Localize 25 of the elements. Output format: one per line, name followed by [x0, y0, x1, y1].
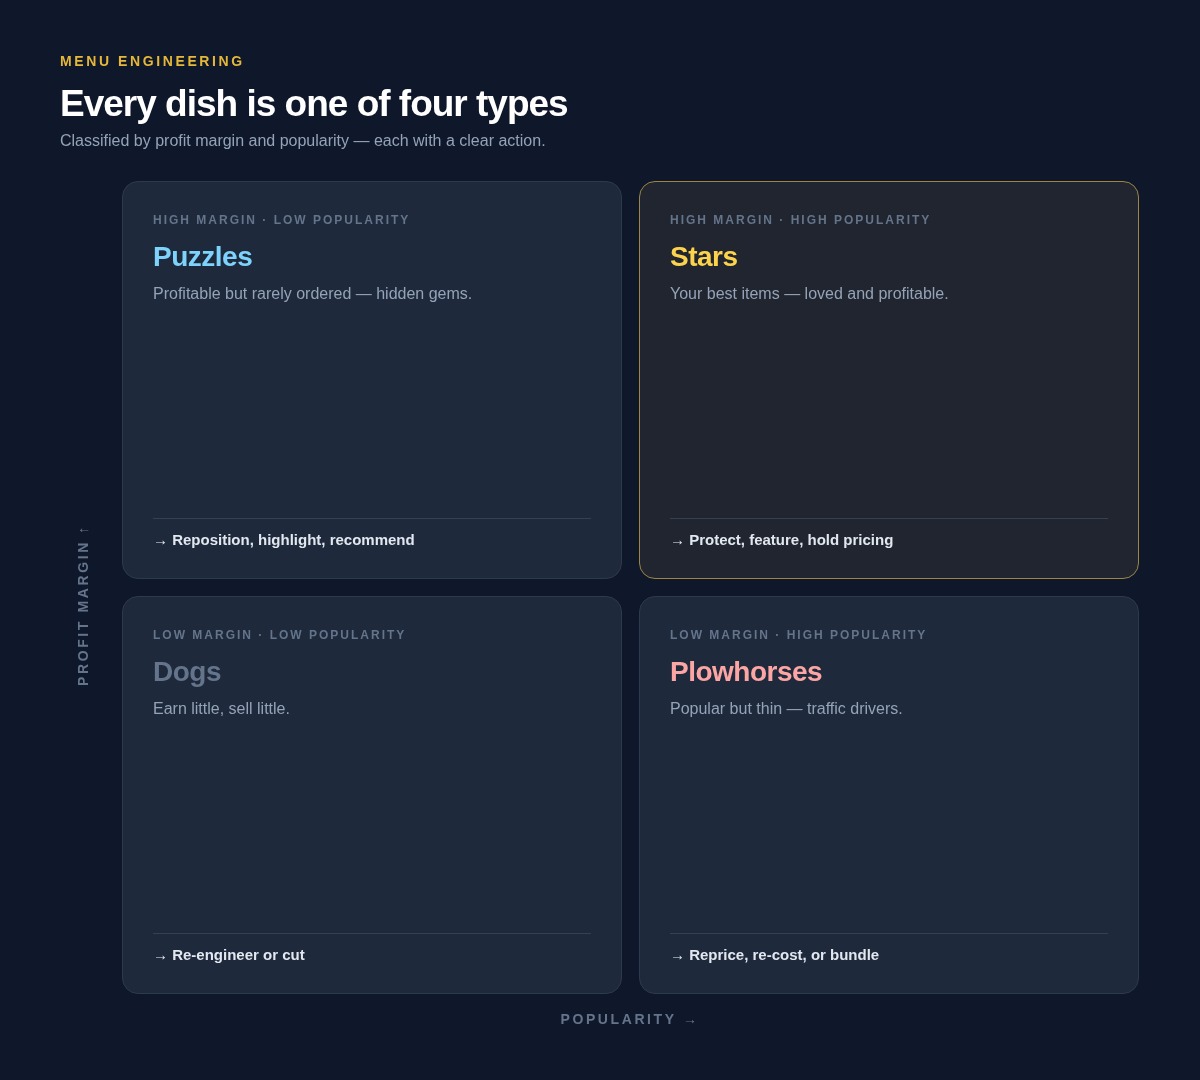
axis-levels-label: LOW MARGIN · LOW POPULARITY	[153, 627, 407, 643]
quadrant-title: Stars	[670, 240, 738, 274]
quadrant-description: Profitable but rarely ordered — hidden gems.	[153, 284, 474, 304]
quadrant-card	[122, 596, 622, 994]
page-title: Every dish is one of four types	[60, 82, 568, 126]
action-text: → Reposition, highlight, recommend	[153, 530, 415, 550]
quadrant-description: Earn little, sell little.	[153, 699, 291, 719]
axis-levels-label: LOW MARGIN · HIGH POPULARITY	[670, 627, 928, 643]
quadrant-title: Plowhorses	[670, 655, 823, 689]
quadrant-card	[639, 181, 1139, 579]
axis-levels-label: HIGH MARGIN · HIGH POPULARITY	[670, 212, 932, 228]
quadrant-title: Dogs	[153, 655, 221, 689]
action-text: → Reprice, re-cost, or bundle	[670, 945, 880, 965]
axis-label: PROFIT MARGIN ↑	[74, 524, 92, 686]
axis-levels-label: HIGH MARGIN · LOW POPULARITY	[153, 212, 411, 228]
quadrant-description: Popular but thin — traffic drivers.	[670, 699, 904, 719]
quadrant-card	[122, 181, 622, 579]
quadrant-title: Puzzles	[153, 240, 253, 274]
axis-label: POPULARITY →	[560, 1010, 700, 1028]
eyebrow-label: MENU ENGINEERING	[60, 52, 245, 70]
page-subtitle: Classified by profit margin and popularity — each with a clear action.	[60, 131, 546, 151]
action-text: → Protect, feature, hold pricing	[670, 530, 894, 550]
action-text: → Re-engineer or cut	[153, 945, 305, 965]
quadrant-description: Your best items — loved and profitable.	[670, 284, 950, 304]
quadrant-card	[639, 596, 1139, 994]
